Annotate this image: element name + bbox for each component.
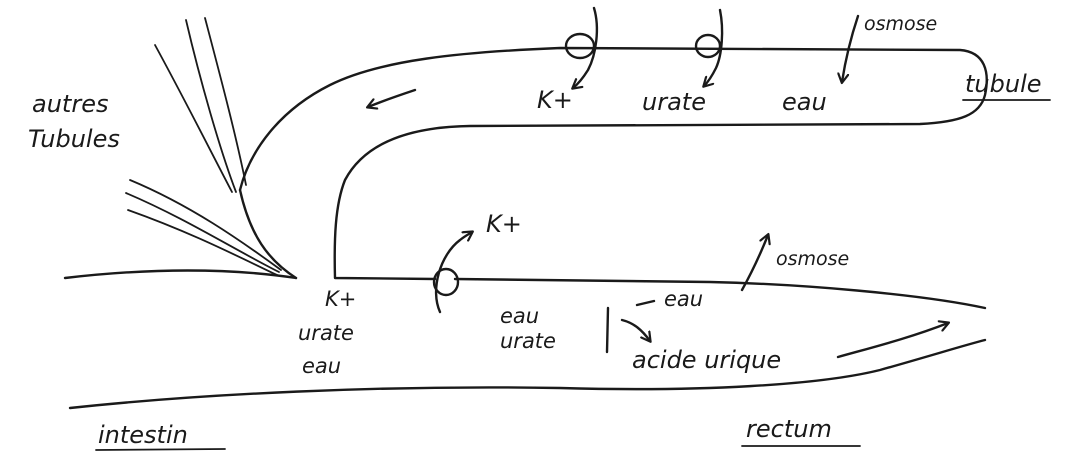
label-rectum: rectum: [746, 415, 832, 443]
label-eau-left: eau: [302, 354, 341, 378]
eau-dash: [635, 299, 656, 307]
label-k-mid: K+: [486, 210, 522, 238]
label-eau-rectum: eau: [500, 304, 539, 328]
barrier-mark: [605, 306, 610, 354]
label-tubules: Tubules: [28, 125, 120, 153]
other-tubules-lines: [125, 17, 282, 276]
label-urate-left: urate: [298, 321, 354, 345]
urate-conversion-arrow: [620, 318, 650, 341]
osmose-rectum-arrow: [740, 235, 768, 292]
label-osmose-rectum: osmose: [776, 248, 849, 270]
tubule-inner-wall: [238, 188, 298, 280]
underline-intestin: [95, 448, 226, 451]
intestin-upper-wall: [63, 269, 298, 280]
label-tubule: tubule: [965, 70, 1042, 98]
label-osmose-top: osmose: [864, 13, 937, 35]
label-intestin: intestin: [98, 421, 188, 449]
tubule-flow-arrow: [368, 88, 417, 107]
label-k-top: K+: [537, 86, 573, 114]
rectum-upper-wall: [453, 277, 987, 310]
rectum-lower-wall: [68, 338, 987, 410]
acide-urique-arrow: [836, 323, 948, 359]
label-k-left: K+: [325, 287, 356, 311]
label-eau-side: eau: [664, 287, 703, 311]
label-urate-rectum: urate: [500, 329, 556, 353]
label-eau-top: eau: [782, 88, 827, 116]
label-autres: autres: [32, 90, 108, 118]
tubule-outer-wall: [238, 46, 988, 281]
pump-urate-top: [694, 8, 724, 86]
pump-k-top: [564, 6, 599, 88]
osmose-top-arrow: [842, 14, 860, 82]
label-urate-top: urate: [642, 88, 706, 116]
label-acide-urique: acide urique: [632, 346, 781, 374]
pump-k-rectum: [432, 232, 472, 314]
